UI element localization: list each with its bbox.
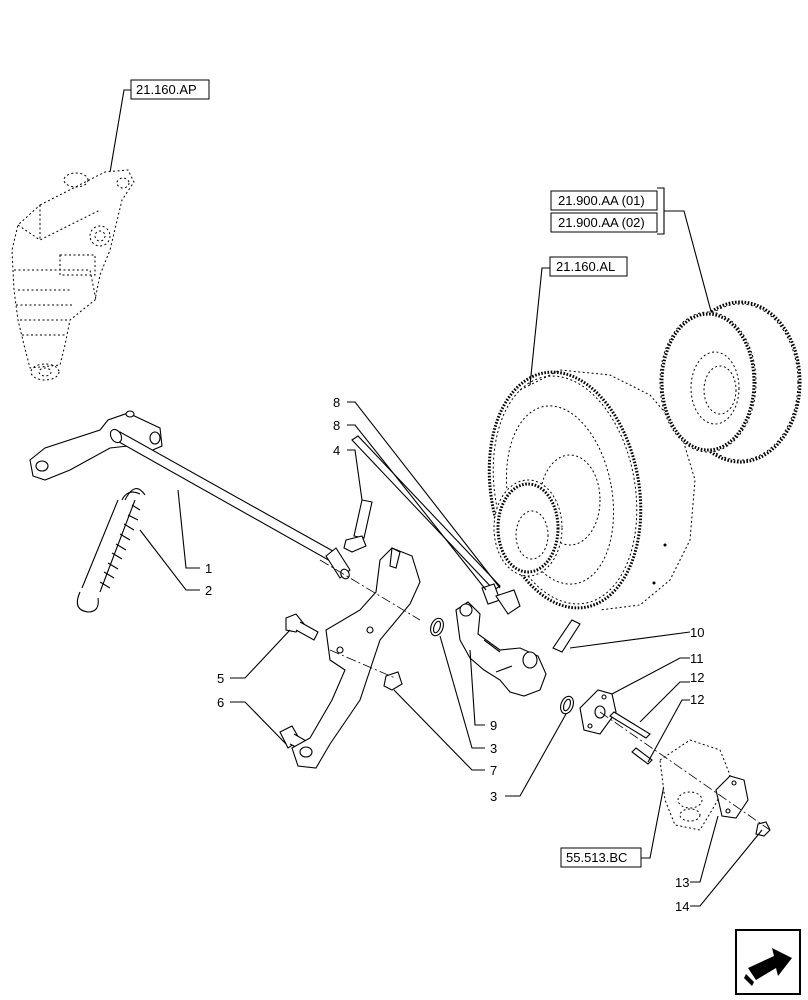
leader-21160ap: [106, 89, 131, 191]
ref-21900aa-02[interactable]: 21.900.AA (02): [550, 212, 658, 233]
part-1-shaft: [29, 410, 351, 580]
clutch-drum-ghost: [487, 369, 696, 611]
callout-13[interactable]: 13: [675, 875, 689, 890]
assembly-axis-2: [329, 649, 396, 679]
callout-14[interactable]: 14: [675, 899, 689, 914]
part-12-stud-b: [631, 747, 653, 765]
callout-9[interactable]: 9: [490, 718, 497, 733]
svg-text:55.513.BC: 55.513.BC: [566, 850, 627, 865]
next-page-arrow-icon[interactable]: [735, 929, 801, 995]
callout-2[interactable]: 2: [205, 583, 212, 598]
part-11-flange: [579, 689, 617, 735]
ref-21900aa-01[interactable]: 21.900.AA (01): [550, 190, 658, 211]
callout-11[interactable]: 11: [690, 651, 704, 666]
callout-3b[interactable]: 3: [490, 789, 497, 804]
callout-12b[interactable]: 12: [690, 692, 704, 707]
callout-3a[interactable]: 3: [490, 741, 497, 756]
svg-text:21.160.AL: 21.160.AL: [556, 259, 615, 274]
ref-bracket: [657, 187, 665, 235]
svg-text:21.900.AA (02): 21.900.AA (02): [558, 215, 645, 230]
svg-text:21.900.AA (01): 21.900.AA (01): [558, 193, 645, 208]
assembly-axis-3: [599, 711, 771, 831]
ref-55513bc[interactable]: 55.513.BC: [560, 847, 642, 868]
callout-8a[interactable]: 8: [333, 395, 340, 410]
hydraulic-unit-ghost: [11, 169, 135, 381]
callout-leaders: [139, 401, 763, 907]
valve-block-ghost: [659, 739, 731, 831]
part-4-bolt: [343, 499, 373, 553]
part-12-stud-a: [609, 711, 651, 739]
assembly-axis-1: [319, 559, 421, 621]
callout-6[interactable]: 6: [217, 695, 224, 710]
callout-1[interactable]: 1: [205, 561, 212, 576]
leader-21160al: [529, 267, 550, 386]
callout-8b[interactable]: 8: [333, 418, 340, 433]
callout-10[interactable]: 10: [690, 625, 704, 640]
callout-5[interactable]: 5: [217, 671, 224, 686]
part-13-cover: [715, 775, 749, 819]
leader-21900aa: [664, 210, 713, 316]
bracket-plate: [291, 547, 421, 769]
part-9-fork: [455, 601, 547, 697]
ref-21160ap[interactable]: 21.160.AP: [130, 79, 210, 100]
ref-21160al[interactable]: 21.160.AL: [549, 256, 628, 277]
part-5-bolt: [285, 613, 319, 641]
part-2-spring: [76, 488, 146, 613]
part-7-nut: [383, 671, 403, 691]
callout-7[interactable]: 7: [490, 763, 497, 778]
leader-55513bc: [641, 779, 666, 859]
part-10-roll-pin: [552, 619, 581, 653]
spur-gear-ghost: [659, 300, 802, 464]
callout-12a[interactable]: 12: [690, 670, 704, 685]
callout-4[interactable]: 4: [333, 443, 340, 458]
svg-text:21.160.AP: 21.160.AP: [136, 82, 197, 97]
